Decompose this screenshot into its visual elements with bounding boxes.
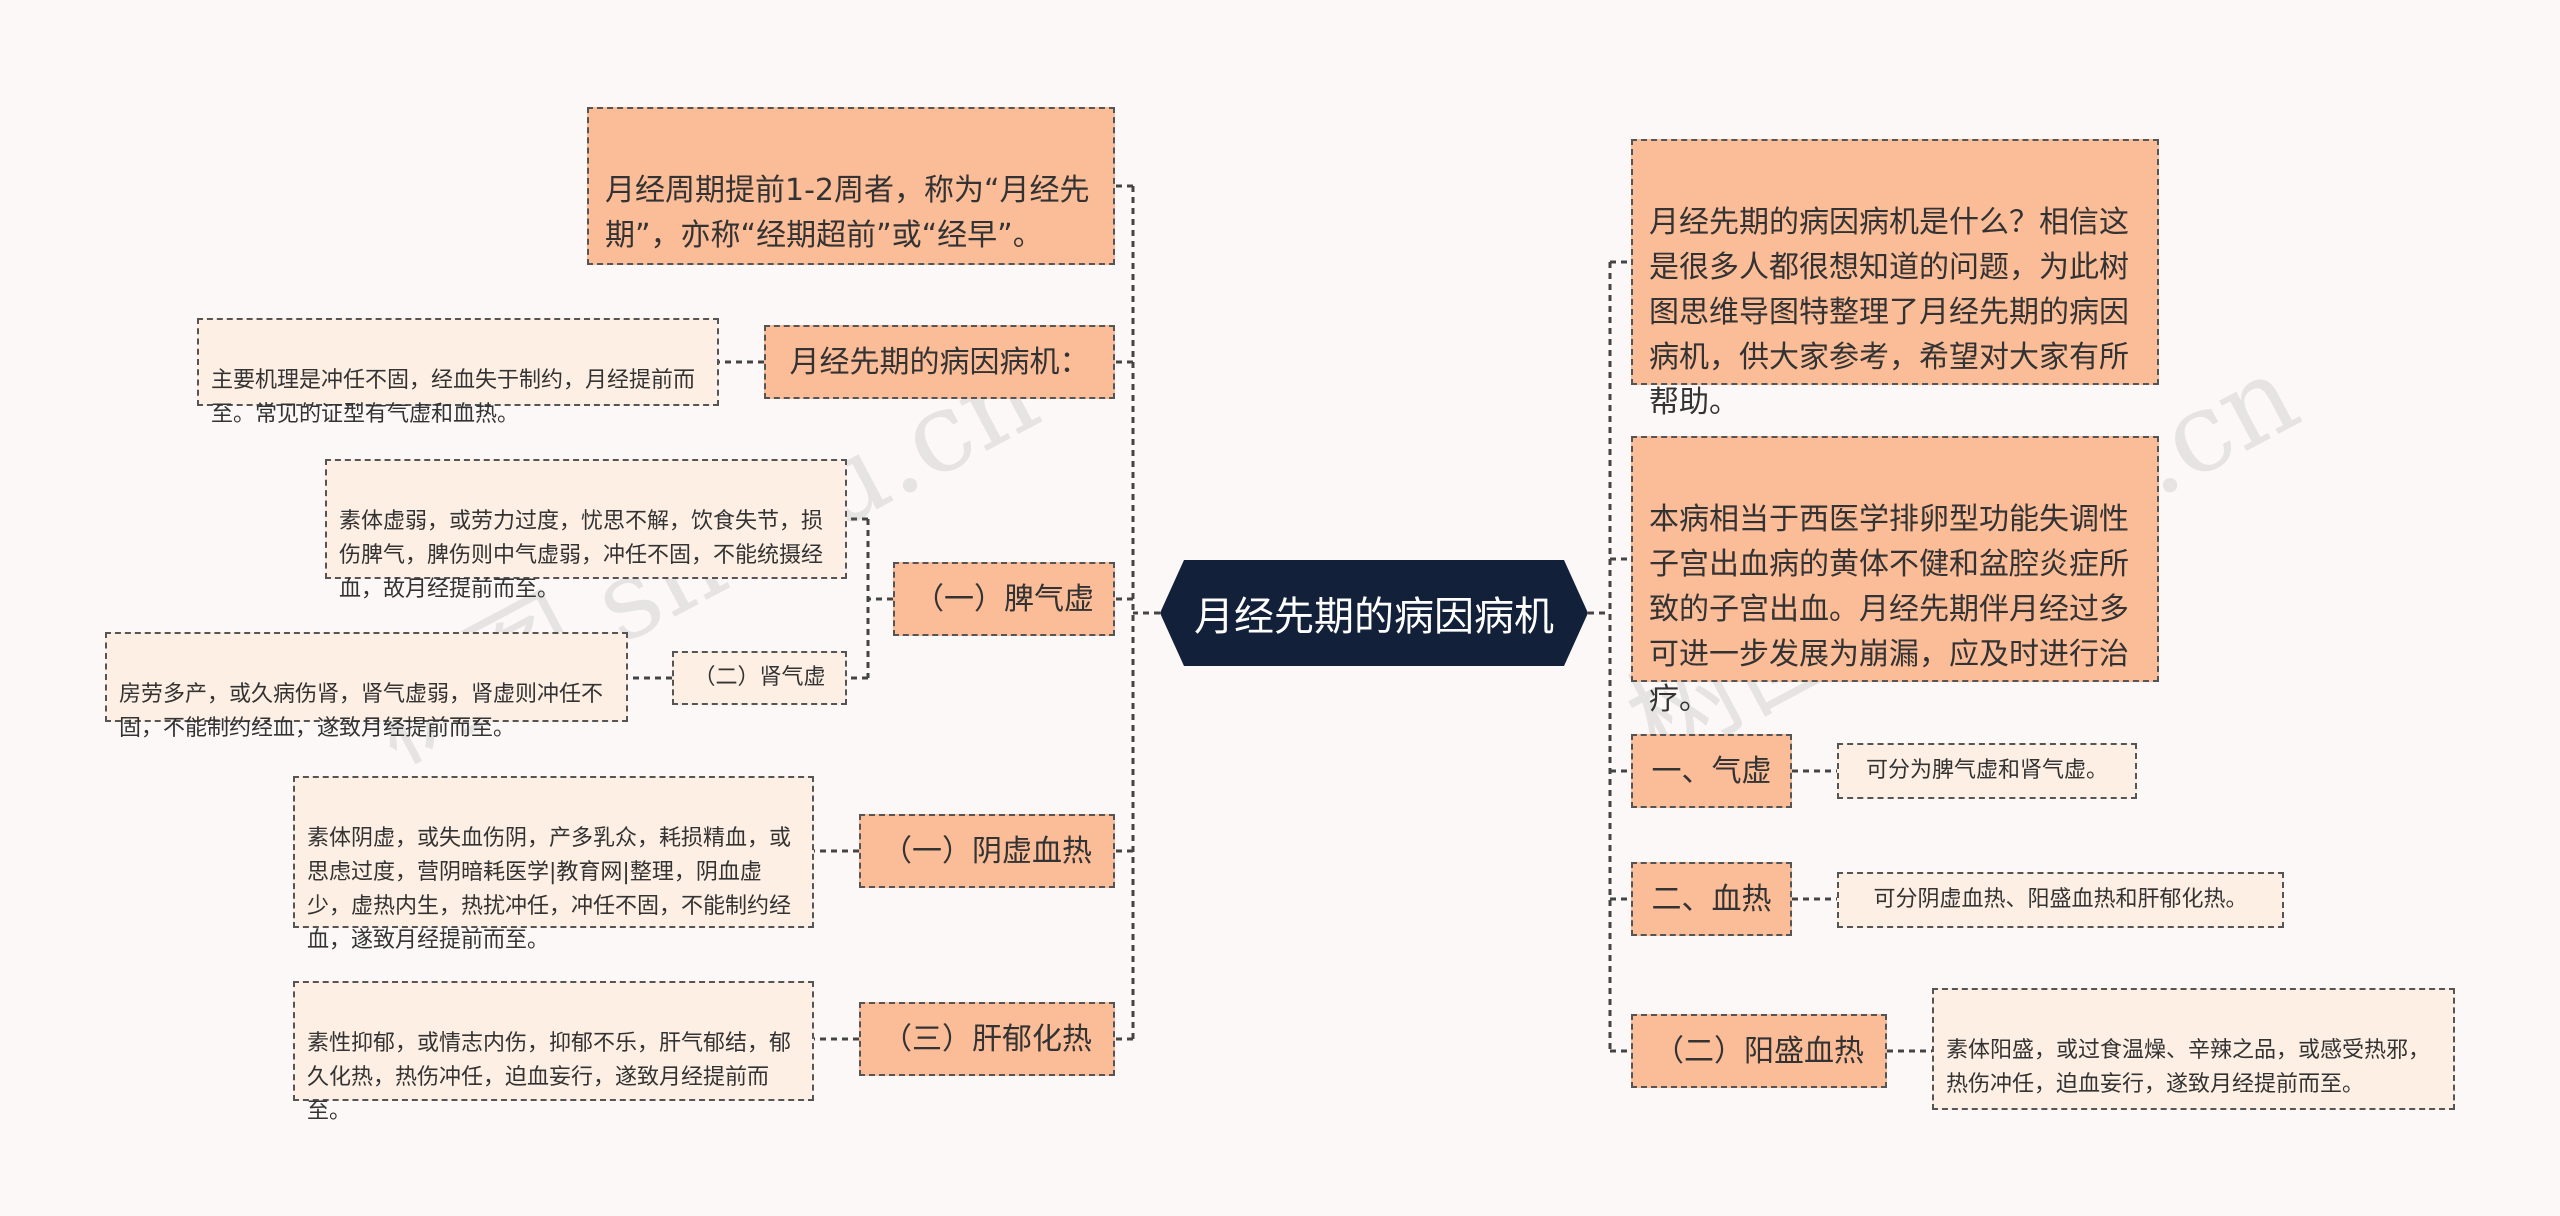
yin-deficiency-label: （一）阴虚血热 [882, 833, 1092, 869]
spleen-qi-note-text: 素体虚弱，或劳力过度，忧思不解，饮食失节，损伤脾气，脾伤则中气虚弱，冲任不固，不… [339, 509, 824, 603]
qi-deficiency-label: 一、气虚 [1651, 753, 1772, 789]
kidney-qi-node[interactable]: （二）肾气虚 [672, 651, 847, 705]
pathogenesis-label: 月经先期的病因病机： [789, 344, 1090, 380]
liver-note[interactable]: 素性抑郁，或情志内伤，抑郁不乐，肝气郁结，郁久化热，热伤冲任，迫血妄行，遂致月经… [293, 981, 814, 1124]
yang-excess-note[interactable]: 素体阳盛，或过食温燥、辛辣之品，或感受热邪，热伤冲任，迫血妄行，遂致月经提前而至… [1932, 988, 2455, 1110]
liver-label: （三）肝郁化热 [882, 1021, 1092, 1057]
spleen-qi-label: （一）脾气虚 [914, 581, 1094, 617]
definition-text: 月经周期提前1-2周者，称为“月经先期”，亦称“经期超前”或“经早”。 [605, 173, 1090, 253]
western-text: 本病相当于西医学排卵型功能失调性子宫出血病的黄体不健和盆腔炎症所致的子宫出血。月… [1649, 502, 2129, 717]
pathogenesis-note[interactable]: 主要机理是冲任不固，经血失于制约，月经提前而至。常见的证型有气虚和血热。 [197, 318, 719, 427]
kidney-qi-label: （二）肾气虚 [693, 664, 826, 690]
yin-deficiency-note[interactable]: 素体阴虚，或失血伤阴，产多乳众，耗损精血，或思虑过度，营阴暗耗医学|教育网|整理… [293, 776, 814, 953]
yang-excess-node[interactable]: （二）阳盛血热 [1631, 1014, 1887, 1088]
spleen-qi-node[interactable]: （一）脾气虚 [893, 562, 1115, 636]
intro-text: 月经先期的病因病机是什么？相信这是很多人都很想知道的问题，为此树图思维导图特整理… [1649, 205, 2129, 420]
root-label: 月经先期的病因病机 [1194, 594, 1554, 640]
blood-heat-label: 二、血热 [1651, 881, 1772, 917]
qi-deficiency-note-text: 可分为脾气虚和肾气虚。 [1865, 757, 2108, 783]
spleen-qi-note[interactable]: 素体虚弱，或劳力过度，忧思不解，饮食失节，损伤脾气，脾伤则中气虚弱，冲任不固，不… [325, 459, 847, 602]
pathogenesis-node[interactable]: 月经先期的病因病机： [764, 325, 1115, 399]
root-node[interactable]: 月经先期的病因病机 [1160, 560, 1588, 666]
blood-heat-note-text: 可分阴虚血热、阳盛血热和肝郁化热。 [1873, 886, 2248, 912]
yang-excess-label: （二）阳盛血热 [1654, 1033, 1864, 1069]
yin-deficiency-note-text: 素体阴虚，或失血伤阴，产多乳众，耗损精血，或思虑过度，营阴暗耗医学|教育网|整理… [307, 826, 792, 954]
liver-node[interactable]: （三）肝郁化热 [859, 1002, 1115, 1076]
blood-heat-note[interactable]: 可分阴虚血热、阳盛血热和肝郁化热。 [1837, 872, 2284, 928]
blood-heat-node[interactable]: 二、血热 [1631, 862, 1792, 936]
liver-note-text: 素性抑郁，或情志内伤，抑郁不乐，肝气郁结，郁久化热，热伤冲任，迫血妄行，遂致月经… [307, 1031, 792, 1125]
qi-deficiency-node[interactable]: 一、气虚 [1631, 734, 1792, 808]
kidney-qi-note[interactable]: 房劳多产，或久病伤肾，肾气虚弱，肾虚则冲任不固，不能制约经血，遂致月经提前而至。 [105, 632, 628, 741]
kidney-qi-note-text: 房劳多产，或久病伤肾，肾气虚弱，肾虚则冲任不固，不能制约经血，遂致月经提前而至。 [119, 682, 604, 742]
qi-deficiency-note[interactable]: 可分为脾气虚和肾气虚。 [1837, 743, 2137, 799]
yang-excess-note-text: 素体阳盛，或过食温燥、辛辣之品，或感受热邪，热伤冲任，迫血妄行，遂致月经提前而至… [1946, 1038, 2431, 1098]
definition-node[interactable]: 月经周期提前1-2周者，称为“月经先期”，亦称“经期超前”或“经早”。 [587, 107, 1115, 265]
intro-node[interactable]: 月经先期的病因病机是什么？相信这是很多人都很想知道的问题，为此树图思维导图特整理… [1631, 139, 2159, 420]
western-node[interactable]: 本病相当于西医学排卵型功能失调性子宫出血病的黄体不健和盆腔炎症所致的子宫出血。月… [1631, 436, 2159, 717]
pathogenesis-note-text: 主要机理是冲任不固，经血失于制约，月经提前而至。常见的证型有气虚和血热。 [211, 368, 696, 428]
yin-deficiency-node[interactable]: （一）阴虚血热 [859, 814, 1115, 888]
